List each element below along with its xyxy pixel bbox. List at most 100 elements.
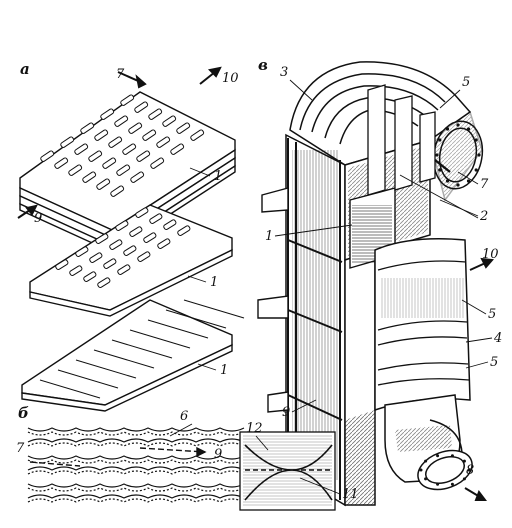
label-1-block: 1 [265,229,273,244]
plate-slot [40,150,55,162]
shell-bands [377,260,470,386]
label-9-channel: 9 [214,447,222,462]
label-3-dome: 3 [280,65,288,80]
plate-slot [88,150,103,162]
bolt [438,138,442,142]
plate-slot [68,164,83,176]
plate-bottom-slots [39,299,245,399]
plate-rib [147,319,209,339]
plate-slot [143,232,157,243]
bolt [462,477,466,481]
channel-wave [27,483,245,488]
bolt [474,168,478,172]
plate-slot [129,226,143,237]
panel-label-a: а [20,60,30,78]
flange-bolts-top [435,123,481,187]
label-12-fin: 12 [246,421,263,436]
label-8-outlet: 8 [466,463,474,478]
plate-slot [149,213,163,224]
label-10-plates: 10 [222,71,239,86]
plate-slot [89,252,103,263]
label-11-fin: 11 [342,487,359,502]
plate-slot [122,143,137,155]
plate-slot [134,101,149,113]
plate-slot [150,157,165,169]
plate-slot [80,122,95,134]
bolt [477,153,481,157]
bolt [462,459,466,463]
label-7-nozzle: 7 [480,177,489,192]
bolt [436,454,440,458]
plate-slot [137,251,151,262]
plate-slot [96,178,111,190]
channel-wave [27,466,245,471]
plate-slot [110,185,125,197]
plate-slot [163,219,177,230]
bolt [456,183,460,187]
label-5-bottom: 5 [490,355,498,370]
plate-slot [135,207,149,218]
leader-lines [169,79,493,495]
plate-slot [108,136,123,148]
channel-wave [27,494,245,499]
plate-rib [129,329,191,349]
plate-slot [60,136,75,148]
label-1-plate-bottom: 1 [220,363,228,378]
channel-wave [27,455,245,460]
bolt [424,477,428,481]
plate-slot [123,245,137,256]
channel-wave-inner [27,431,245,436]
label-9-plates: 9 [34,211,42,226]
bolt [466,179,471,183]
plate-bottom [21,299,233,412]
plate-slot [95,233,109,244]
fin-detail-cross [244,444,333,501]
bolt [424,459,428,463]
plate-rib [57,369,119,389]
bolt [445,179,450,183]
plate-slot [82,171,97,183]
panel-label-b: б [18,404,29,422]
corrugated-channels [27,427,245,503]
plate-slot [162,115,177,127]
label-6-channel: 6 [180,409,188,424]
plate-slot [103,258,117,269]
flow-arrows-c [434,159,495,501]
plate-slot [74,143,89,155]
flange-bolts-bottom [419,454,471,486]
channel-wave-inner [27,459,245,464]
plate-rib [75,359,137,379]
plate-slot [75,246,89,257]
channel-wave-inner [27,470,245,475]
plate-slot [142,129,157,141]
plate-rib [111,339,173,359]
plate-slot [148,108,163,120]
label-4-shell: 4 [493,331,502,346]
plate-slot [170,143,185,155]
plate-slot [136,150,151,162]
plate-slot [117,264,131,275]
channel-wave-inner [27,442,245,447]
plate-slot [83,271,97,282]
label-1-plate-top: 1 [214,169,222,184]
plate-slot [156,136,171,148]
label-7-channel: 7 [16,441,25,456]
plate-slot [130,171,145,183]
panel-label-c: в [258,56,268,74]
bolt [435,153,439,157]
plate-rib [93,349,155,369]
plate-middle-slots [55,207,191,288]
plate-slot [114,115,129,127]
mounting-lugs [257,187,289,413]
bolt [436,482,440,486]
bolt [450,482,454,486]
label-7-plates: 7 [116,67,125,82]
plate-slot [190,129,205,141]
plate-slot [157,238,171,249]
plate-slot [94,129,109,141]
label-5-top: 5 [462,75,470,90]
label-9-inlet: 9 [282,405,290,420]
plate-rib [165,309,227,329]
plate-slot [177,225,191,236]
